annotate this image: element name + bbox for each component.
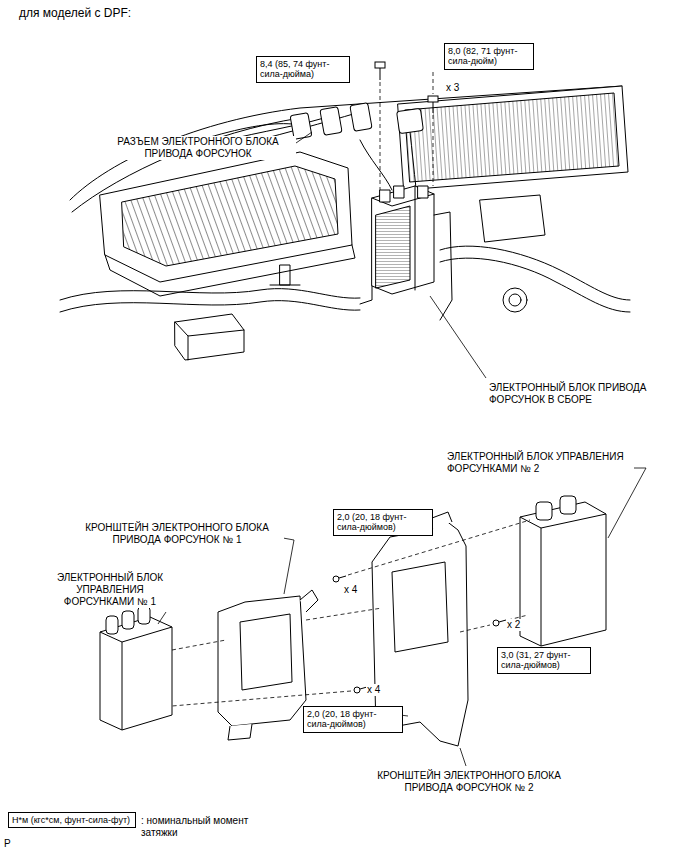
ecu-socket bbox=[394, 186, 404, 198]
ecu-socket bbox=[380, 190, 390, 202]
screw-shank bbox=[499, 620, 506, 622]
ecu-bracket bbox=[360, 212, 452, 320]
ecu-no2 bbox=[520, 502, 606, 646]
connector bbox=[397, 108, 424, 133]
bracket-no2-tab bbox=[430, 512, 452, 530]
bolt-count: x 4 bbox=[343, 584, 358, 596]
unit-text: Н*м (кгс*см, фунт-сила-фут) bbox=[12, 815, 132, 825]
bolt-count: x 3 bbox=[445, 82, 460, 94]
assembly-guide bbox=[460, 625, 490, 632]
part-name: ЭЛЕКТРОННЫЙ БЛОК УПРАВЛЕНИЯ ФОРСУНКАМИ №… bbox=[46, 572, 174, 608]
assembly-guide bbox=[172, 691, 351, 706]
sensor bbox=[509, 294, 521, 306]
leader-lines bbox=[158, 468, 646, 766]
ecu-no1-socket bbox=[138, 606, 150, 624]
bracket-no1-window bbox=[240, 614, 292, 690]
engine-bay bbox=[60, 86, 630, 360]
assembly-guide bbox=[172, 640, 226, 650]
engine-cover bbox=[100, 152, 352, 282]
leader-line bbox=[608, 468, 646, 538]
ecu-no1-socket bbox=[106, 616, 118, 634]
assembly-guide bbox=[433, 72, 434, 94]
leader-line bbox=[158, 612, 166, 624]
leader-lines bbox=[296, 132, 486, 378]
hose bbox=[60, 289, 360, 300]
torque-box: 3,0 (31, 27 фунт-сила-дюймов) bbox=[497, 647, 591, 674]
leader-line bbox=[460, 748, 466, 766]
torque-box: 8,4 (85, 74 фунт-сила-дюйма) bbox=[256, 56, 350, 83]
torque-value: 8,0 (82, 71 фунт-сила-дюйм) bbox=[448, 46, 530, 67]
sensor bbox=[503, 288, 527, 312]
bolt-count: x 4 bbox=[366, 684, 381, 696]
bolt-shank bbox=[380, 68, 381, 80]
wire bbox=[410, 132, 416, 188]
mount bbox=[270, 265, 300, 285]
leader-line bbox=[283, 538, 294, 594]
torque-box: 8,0 (82, 71 фунт-сила-дюйм) bbox=[444, 43, 534, 70]
part-name: КРОНШТЕЙН ЭЛЕКТРОННОГО БЛОКА ПРИВОДА ФОР… bbox=[70, 522, 284, 546]
bolt-shank bbox=[433, 102, 434, 113]
intercooler-core bbox=[405, 93, 619, 182]
legend-box: Н*м (кгс*см, фунт-сила-фут) bbox=[8, 812, 136, 828]
ecu-no2-socket bbox=[536, 502, 552, 520]
torque-value: 8,4 (85, 74 фунт-сила-дюйма) bbox=[260, 59, 346, 80]
page-title: для моделей с DPF: bbox=[18, 6, 132, 20]
bolt-head bbox=[428, 96, 438, 102]
ecu-assembly-fins bbox=[376, 206, 410, 288]
assembly-guide bbox=[433, 115, 434, 186]
connector bbox=[350, 103, 372, 132]
bracket-no2-window bbox=[392, 562, 448, 652]
ecu-no2-edge bbox=[520, 514, 606, 646]
hose bbox=[60, 301, 360, 312]
part-name: ЭЛЕКТРОННЫЙ БЛОК ПРИВОДА ФОРСУНОК В СБОР… bbox=[488, 382, 676, 406]
leader-line bbox=[296, 132, 312, 143]
dashed-guides bbox=[380, 72, 433, 190]
ecu-assembly bbox=[372, 186, 434, 294]
ecu-no1-socket bbox=[122, 611, 134, 629]
bolt-head bbox=[375, 62, 385, 68]
ecu-assembly-edge bbox=[372, 186, 434, 290]
wire bbox=[360, 140, 392, 190]
torque-value: 2,0 (20, 18 фунт-сила-дюймов) bbox=[307, 709, 399, 730]
part-name: КРОНШТЕЙН ЭЛЕКТРОННОГО БЛОКА ПРИВОДА ФОР… bbox=[366, 770, 572, 794]
ecu-no1-edge bbox=[100, 627, 172, 730]
engine-cover-grille bbox=[122, 166, 338, 266]
screw-head bbox=[333, 576, 339, 582]
screw-shank bbox=[339, 576, 346, 578]
ecu-no2-socket bbox=[560, 496, 576, 514]
screw-head bbox=[493, 620, 499, 626]
legend-note: : номинальный момент затяжки bbox=[140, 815, 252, 839]
torque-value: 2,0 (20, 18 фунт-сила-дюймов) bbox=[337, 512, 429, 533]
hose bbox=[440, 246, 630, 300]
screw-group bbox=[333, 576, 506, 693]
intercooler-frame bbox=[398, 86, 628, 190]
ecu-socket bbox=[418, 186, 428, 198]
torque-box: 2,0 (20, 18 фунт-сила-дюймов) bbox=[333, 509, 433, 536]
bolt-group bbox=[375, 62, 438, 113]
torque-value: 3,0 (31, 27 фунт-сила-дюймов) bbox=[501, 650, 587, 671]
bracket-no1 bbox=[218, 596, 306, 726]
fuse-box bbox=[175, 322, 244, 360]
bracket bbox=[480, 195, 545, 242]
hose bbox=[440, 258, 630, 312]
engine-cover-rim bbox=[105, 245, 355, 296]
leader-line bbox=[430, 296, 486, 378]
part-name: ЭЛЕКТРОННЫЙ БЛОК УПРАВЛЕНИЯ ФОРСУНКАМИ №… bbox=[446, 451, 634, 475]
dashed-guides bbox=[172, 520, 530, 706]
assembly-guide bbox=[380, 82, 381, 190]
part-name: РАЗЪЕМ ЭЛЕКТРОННОГО БЛОКА ПРИВОДА ФОРСУН… bbox=[100, 136, 296, 160]
ecu-no1 bbox=[100, 617, 172, 730]
bolt-count: x 2 bbox=[506, 619, 521, 631]
screw-head bbox=[354, 687, 360, 693]
figure-code: P bbox=[3, 838, 12, 850]
torque-box: 2,0 (20, 18 фунт-сила-дюймов) bbox=[303, 706, 403, 733]
connector bbox=[320, 107, 342, 136]
fuse-box bbox=[175, 314, 244, 360]
assembly-guide bbox=[306, 608, 382, 620]
